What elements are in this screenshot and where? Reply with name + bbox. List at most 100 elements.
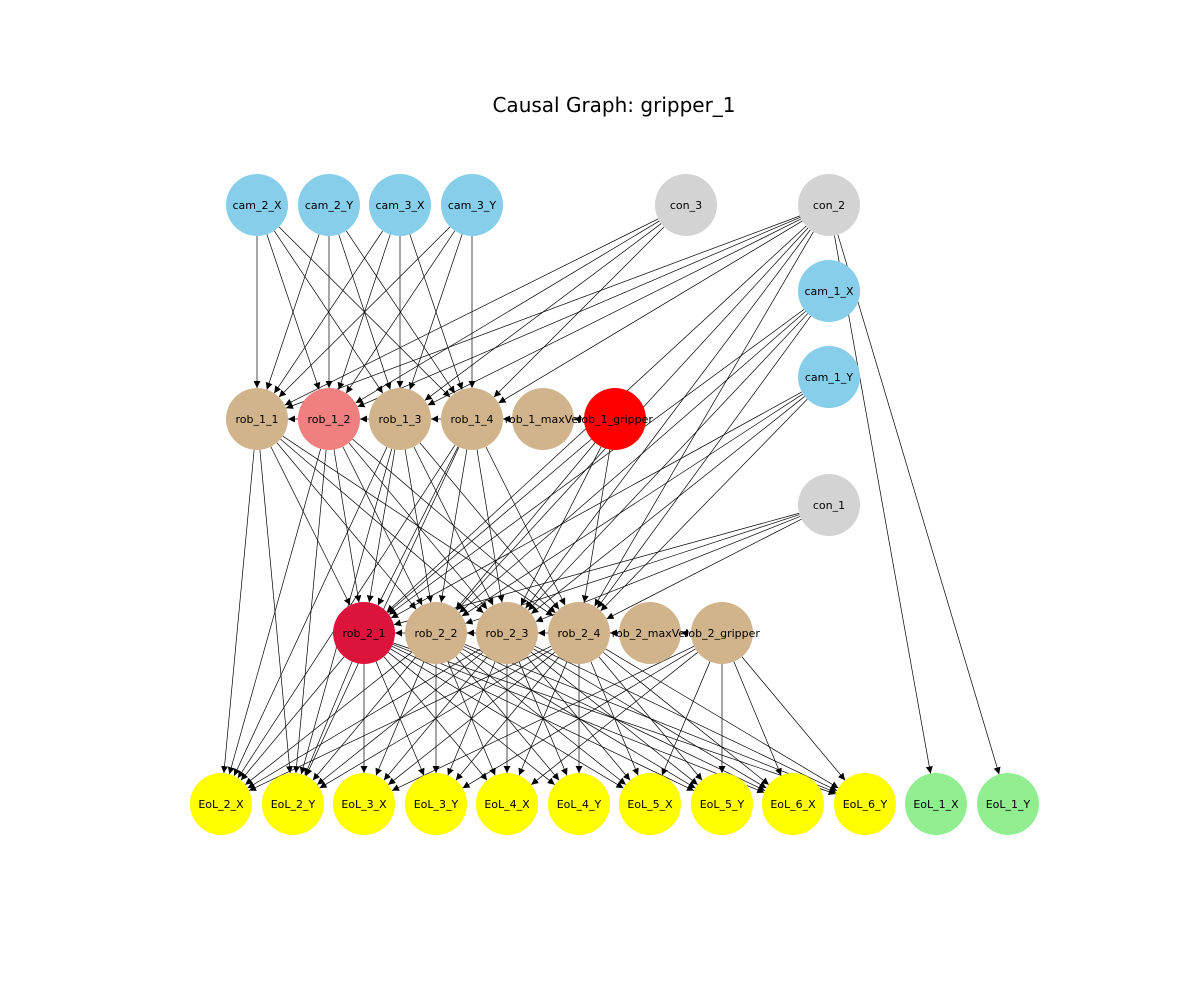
edge-con_2-to-rob_1_4	[498, 220, 803, 404]
node-label: rob_1_maxVel	[505, 413, 581, 426]
node-label: EoL_5_Y	[700, 798, 745, 811]
edge-con_2-to-EoL_1_X	[834, 235, 933, 774]
edge-rob_2_gripper-to-EoL_4_X	[531, 652, 698, 785]
node-EoL_4_Y: EoL_4_Y	[548, 773, 610, 835]
node-cam_2_Y: cam_2_Y	[298, 174, 360, 236]
node-circle	[905, 773, 967, 835]
node-rob_1_3: rob_1_3	[369, 388, 431, 450]
node-label: EoL_5_X	[627, 798, 673, 811]
node-label: EoL_1_X	[913, 798, 959, 811]
edge-rob_2_gripper-to-EoL_3_X	[391, 646, 695, 791]
node-label: cam_3_Y	[448, 199, 497, 212]
edge-cam_3_Y-to-rob_1_2	[345, 230, 456, 394]
node-label: rob_2_1	[343, 627, 386, 640]
edge-rob_2_1-to-EoL_2_X	[240, 656, 345, 781]
node-EoL_6_X: EoL_6_X	[762, 773, 824, 835]
node-circle	[298, 388, 360, 450]
node-circle	[333, 773, 395, 835]
node-EoL_3_X: EoL_3_X	[333, 773, 395, 835]
node-circle	[476, 773, 538, 835]
node-rob_2_1: rob_2_1	[333, 602, 395, 664]
node-circle	[691, 602, 753, 664]
edge-layer	[221, 215, 1001, 796]
edge-cam_3_Y-to-rob_1_1	[278, 226, 451, 398]
node-rob_1_1: rob_1_1	[226, 388, 288, 450]
node-cam_2_X: cam_2_X	[226, 174, 288, 236]
node-cam_1_Y: cam_1_Y	[798, 346, 860, 408]
node-EoL_5_Y: EoL_5_Y	[691, 773, 753, 835]
node-label: rob_1_4	[451, 413, 494, 426]
node-circle	[369, 388, 431, 450]
edge-con_2-to-EoL_1_Y	[837, 234, 1001, 775]
edge-cam_2_Y-to-rob_1_1	[265, 234, 320, 390]
node-circle	[548, 602, 610, 664]
node-layer: cam_2_X cam_2_Y cam_3_X cam_3_Y con_3 con_2ca…	[190, 174, 1039, 835]
edge-cam_1_X-to-rob_2_1	[388, 309, 805, 615]
node-EoL_6_Y: EoL_6_Y	[834, 773, 896, 835]
node-con_1: con_1	[798, 474, 860, 536]
node-EoL_3_Y: EoL_3_Y	[405, 773, 467, 835]
node-circle	[333, 602, 395, 664]
edge-rob_1_3-to-EoL_2_X	[233, 446, 388, 777]
edge-rob_1_4-to-rob_2_2	[438, 449, 468, 603]
edge-cam_1_X-to-rob_2_4	[597, 315, 811, 609]
edge-rob_1_gripper-to-rob_2_2	[455, 442, 596, 610]
edge-rob_2_3-to-EoL_2_X	[247, 648, 481, 789]
edge-rob_1_gripper-to-rob_2_1	[387, 438, 592, 614]
node-circle	[619, 602, 681, 664]
edge-rob_1_1-to-EoL_2_X	[221, 449, 255, 774]
node-circle	[691, 773, 753, 835]
node-label: rob_2_maxVel	[612, 627, 688, 640]
node-label: EoL_1_Y	[986, 798, 1031, 811]
node-label: con_1	[813, 499, 845, 512]
edge-cam_1_Y-to-rob_2_2	[461, 393, 804, 617]
edge-rob_1_2-to-EoL_2_Y	[293, 449, 327, 774]
edge-con_1-to-rob_2_4	[606, 518, 802, 620]
node-label: cam_3_X	[375, 199, 425, 212]
edge-cam_1_X-to-rob_2_3	[527, 313, 809, 611]
edge-rob_1_2-to-rob_2_1	[333, 449, 362, 603]
node-label: cam_2_Y	[305, 199, 354, 212]
edge-con_2-to-rob_1_1	[285, 215, 801, 409]
node-circle	[655, 174, 717, 236]
edge-con_2-to-rob_1_2	[357, 216, 801, 408]
edge-con_2-to-rob_2_4	[594, 231, 814, 607]
edge-rob_2_4-to-EoL_2_X	[248, 646, 552, 791]
node-rob_1_gripper: rob_1_gripper	[577, 388, 653, 450]
node-circle	[798, 346, 860, 408]
node-circle	[619, 773, 681, 835]
edge-cam_1_X-to-rob_2_2	[459, 311, 806, 613]
node-label: rob_1_gripper	[577, 413, 653, 426]
node-rob_2_3: rob_2_3	[476, 602, 538, 664]
node-label: rob_2_4	[558, 627, 601, 640]
edge-cam_1_Y-to-rob_2_4	[600, 398, 808, 612]
node-cam_1_X: cam_1_X	[798, 260, 860, 322]
edge-rob_2_4-to-EoL_2_Y	[319, 648, 553, 789]
node-circle	[405, 602, 467, 664]
node-con_2: con_2	[798, 174, 860, 236]
edge-rob_2_gripper-to-EoL_6_X	[733, 661, 782, 776]
node-circle	[262, 773, 324, 835]
node-circle	[226, 388, 288, 450]
node-circle	[298, 174, 360, 236]
node-EoL_2_Y: EoL_2_Y	[262, 773, 324, 835]
node-rob_2_4: rob_2_4	[548, 602, 610, 664]
edge-rob_1_2-to-rob_2_2	[342, 446, 423, 606]
node-label: EoL_6_Y	[843, 798, 888, 811]
node-label: rob_1_3	[379, 413, 422, 426]
node-circle	[834, 773, 896, 835]
node-label: rob_2_2	[415, 627, 458, 640]
node-cam_3_Y: cam_3_Y	[441, 174, 503, 236]
edge-rob_2_gripper-to-EoL_6_Y	[741, 656, 846, 781]
node-label: EoL_4_Y	[557, 798, 602, 811]
node-circle	[512, 388, 574, 450]
node-circle	[584, 388, 646, 450]
edge-rob_2_3-to-EoL_6_X	[533, 648, 767, 789]
node-con_3: con_3	[655, 174, 717, 236]
edge-rob_2_4-to-EoL_3_Y	[455, 656, 560, 781]
node-circle	[190, 773, 252, 835]
node-label: EoL_2_X	[198, 798, 244, 811]
node-label: con_2	[813, 199, 845, 212]
node-circle	[476, 602, 538, 664]
